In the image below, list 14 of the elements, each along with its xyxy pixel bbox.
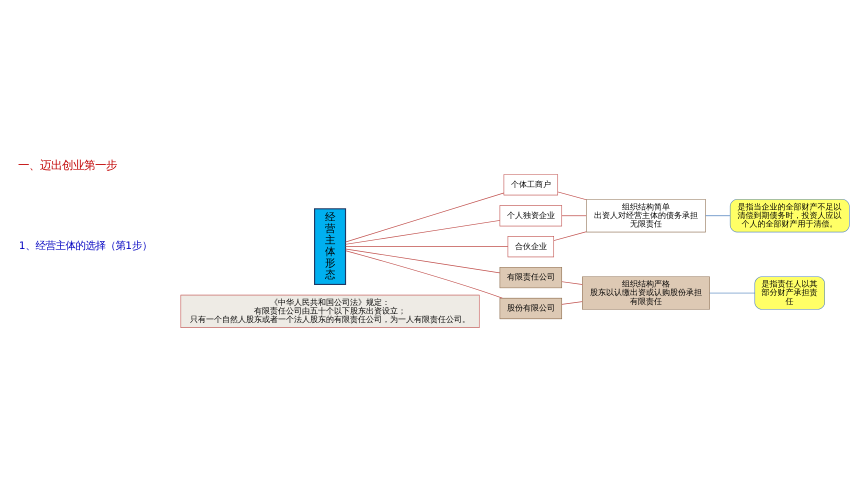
connector: [554, 230, 587, 240]
connector: [705, 214, 730, 216]
connector: [345, 250, 503, 298]
connector: [561, 280, 583, 284]
connector: [345, 248, 500, 273]
connector: [345, 220, 500, 244]
label: 1、经营主体的选择（第1步）: [18, 240, 152, 252]
connector: [709, 292, 756, 293]
diagram-title: 一、迈出创业第一步: [18, 157, 118, 172]
connector: [557, 191, 587, 200]
connector: [345, 192, 504, 242]
connector: [561, 214, 587, 216]
connector: [561, 300, 583, 304]
node-box: 经营主体形态: [314, 208, 346, 285]
